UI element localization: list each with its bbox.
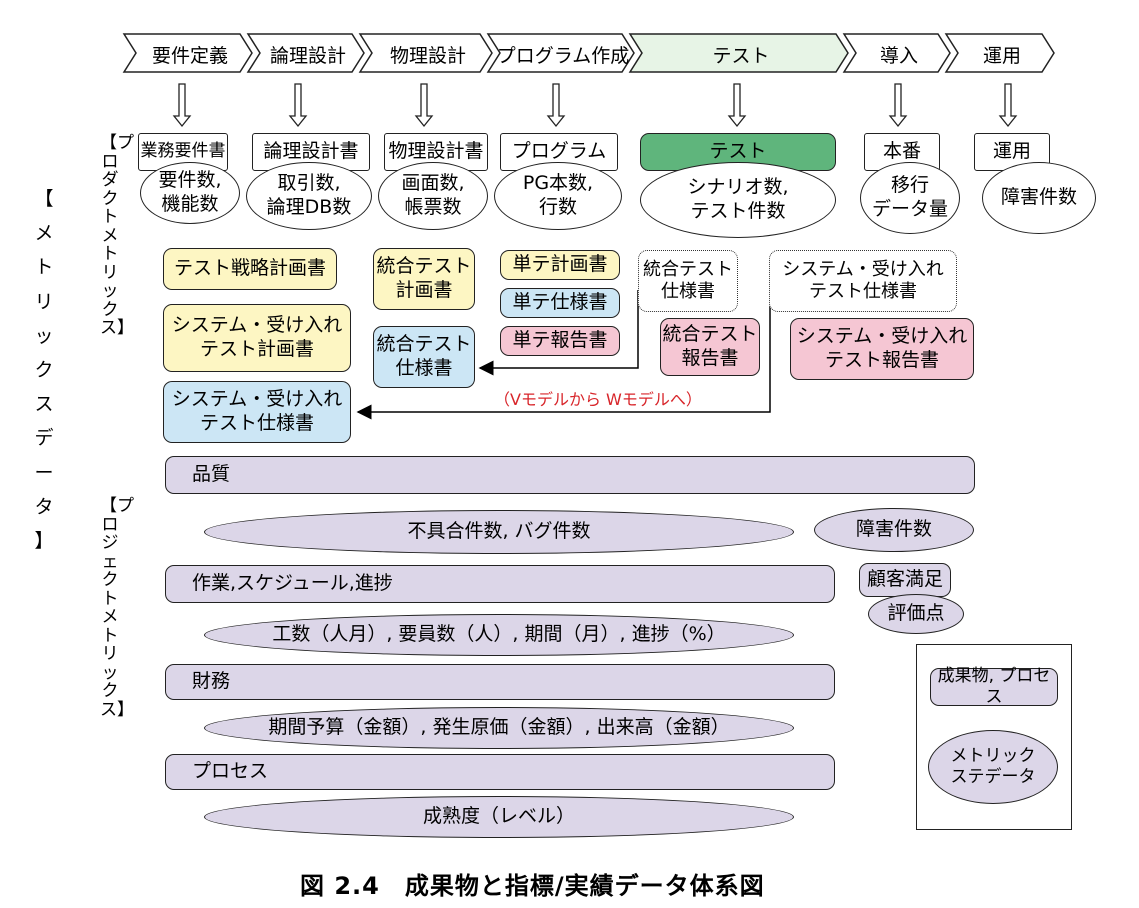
area-finance: 財務 <box>165 664 835 700</box>
down-arrow-1 <box>288 83 308 128</box>
metrics-data-char-2: ト <box>34 256 54 279</box>
down-arrow-2 <box>414 83 434 128</box>
metric-finance: 期間予算（金額）, 発生原価（金額）, 出来高（金額） <box>204 707 794 749</box>
metric-evaluation-score: 評価点 <box>868 594 964 634</box>
label-project-metrics: 【プロジェクトメトリックス】 <box>100 496 134 720</box>
doc-integration-spec-dotted: 統合テスト 仕様書 <box>638 250 738 312</box>
phase-chevron-5 <box>842 33 951 73</box>
phase-label-6: 運用 <box>982 45 1021 67</box>
phase-chevron-2 <box>358 33 493 73</box>
metrics-data-char-9: タ <box>34 495 54 518</box>
doc-unit-spec: 単テ仕様書 <box>500 288 620 318</box>
area-schedule: 作業,スケジュール,進捗 <box>165 565 835 603</box>
figure-caption: 図 2.4 成果物と指標/実績データ体系図 <box>300 872 765 900</box>
metric-schedule: 工数（人月）, 要員数（人）, 期間（月）, 進捗（%） <box>204 614 794 656</box>
metric-physical: 画面数, 帳票数 <box>378 162 488 230</box>
doc-system-acceptance-spec: システム・受け入れ テスト仕様書 <box>163 381 351 443</box>
metric-requirements: 要件数, 機能数 <box>140 162 240 224</box>
metric-process: 成熟度（レベル） <box>204 796 794 838</box>
w-model-arrow-system <box>356 305 771 420</box>
phase-chevron-6 <box>944 33 1055 73</box>
phase-chevron-1 <box>246 33 365 73</box>
down-arrow-3 <box>546 83 566 128</box>
doc-integration-report: 統合テスト 報告書 <box>660 318 760 376</box>
doc-integration-plan: 統合テスト 計画書 <box>373 248 475 310</box>
doc-unit-plan: 単テ計画書 <box>500 250 620 280</box>
metrics-data-char-1: メ <box>34 222 54 245</box>
metrics-data-char-8: ー <box>34 461 54 484</box>
v-to-w-model-note: （Vモデルから Wモデルへ） <box>494 390 702 409</box>
down-arrows <box>172 83 1018 128</box>
legend-deliverable-process: 成果物, プロセス <box>930 666 1058 707</box>
phase-label-1: 論理設計 <box>269 45 346 67</box>
deliverable-test: テスト <box>640 133 836 171</box>
label-product-metrics: 【プロダクトメトリックス】 <box>100 133 134 338</box>
phase-chevron-3 <box>486 33 635 73</box>
doc-system-acceptance-plan: システム・受け入れ テスト計画書 <box>163 304 351 372</box>
metric-operation: 障害件数 <box>982 162 1096 234</box>
area-process: プロセス <box>165 754 835 790</box>
doc-unit-report: 単テ報告書 <box>500 326 620 356</box>
phase-chevron-4 <box>628 33 849 73</box>
doc-system-acceptance-spec-dotted: システム・受け入れ テスト仕様書 <box>769 250 957 312</box>
w-model-arrow-unit <box>478 290 639 376</box>
metrics-data-char-0: 【 <box>34 188 54 210</box>
metrics-data-char-10: 】 <box>34 530 54 553</box>
area-quality: 品質 <box>165 456 975 494</box>
phase-chevron-0 <box>122 33 253 73</box>
metrics-data-char-7: デ <box>34 427 54 450</box>
down-arrow-0 <box>172 83 192 128</box>
metric-production: 移行 データ量 <box>860 162 960 234</box>
legend-metrics-data: メトリック ステデータ <box>928 730 1058 804</box>
doc-integration-spec: 統合テスト 仕様書 <box>373 326 475 388</box>
metrics-data-char-3: リ <box>34 290 54 313</box>
metric-logical: 取引数, 論理DB数 <box>246 162 372 230</box>
metric-satisfaction: 顧客満足 <box>859 563 951 597</box>
down-arrow-5 <box>888 83 908 128</box>
label-metrics-data: 【メトリックスデータ】 <box>29 182 59 558</box>
metrics-data-char-6: ス <box>34 393 54 416</box>
deliverable-program: プログラム <box>500 133 618 171</box>
down-arrow-6 <box>998 83 1018 128</box>
phase-label-4: テスト <box>712 45 770 67</box>
metric-quality: 不具合件数, バグ件数 <box>204 510 794 554</box>
phase-chevrons <box>122 33 1055 73</box>
down-arrow-4 <box>727 83 747 128</box>
metrics-data-char-5: ク <box>34 359 54 382</box>
metric-test: シナリオ数, テスト件数 <box>640 162 836 238</box>
phase-label-3: プログラム作成 <box>496 45 630 67</box>
metrics-data-char-4: ッ <box>34 324 54 347</box>
doc-system-acceptance-report: システム・受け入れ テスト報告書 <box>790 318 974 380</box>
deliverable-operation: 運用 <box>974 133 1050 171</box>
phase-label-0: 要件定義 <box>151 45 228 67</box>
metric-failures: 障害件数 <box>814 508 974 552</box>
phase-label-5: 導入 <box>879 45 918 67</box>
doc-test-strategy-plan: テスト戦略計画書 <box>163 248 337 290</box>
phase-label-2: 物理設計 <box>389 45 466 67</box>
metric-program: PG本数, 行数 <box>494 162 622 230</box>
